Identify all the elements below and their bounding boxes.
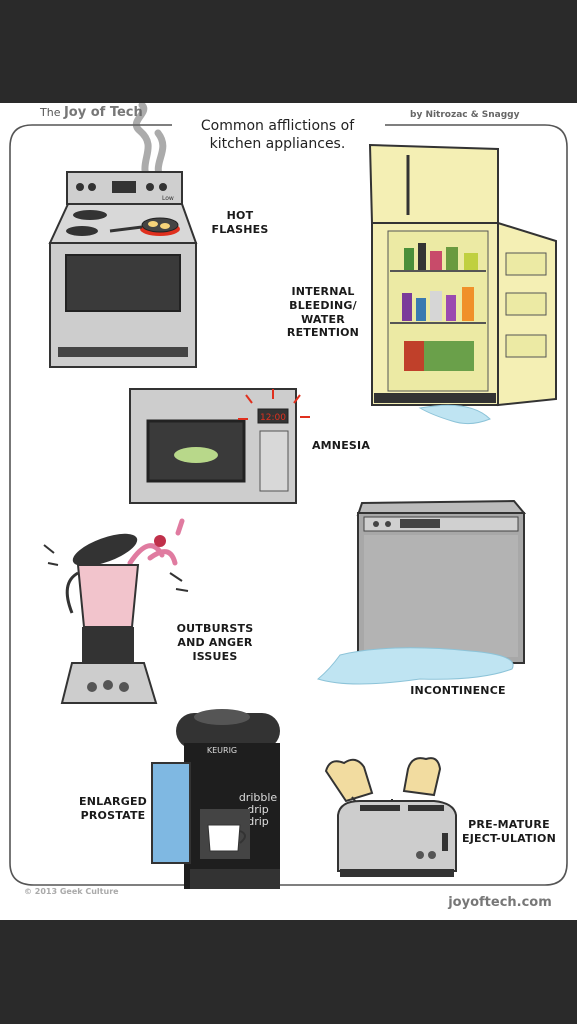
copyright: © 2013 Geek Culture xyxy=(24,887,119,896)
dishwasher-puddle xyxy=(316,647,514,685)
comic-panel: The Joy of Tech Common afflictions of ki… xyxy=(0,103,577,920)
blender-jar xyxy=(76,564,140,628)
microwave-illustration: 12:00 xyxy=(129,388,310,504)
fridge-illustration xyxy=(368,143,557,425)
svg-text:Low: Low xyxy=(162,195,174,202)
drip-text-2: drip xyxy=(247,803,269,816)
enlarged-prostate-label: ENLARGED PROSTATE xyxy=(79,795,147,822)
drip-text-3: drip xyxy=(247,815,269,828)
panel-border xyxy=(9,124,568,886)
stove-illustration: Low xyxy=(48,103,198,368)
coffee-cup xyxy=(207,824,241,852)
blender-lid xyxy=(72,533,138,567)
water-reservoir xyxy=(151,762,191,864)
freezer xyxy=(368,143,499,224)
brand-name: Joy of Tech xyxy=(63,105,143,120)
blink-lines xyxy=(238,389,310,420)
coffee-maker-illustration: KEURIG dribble drip drip xyxy=(151,709,280,889)
premature-ejectulation-label: PRE-MATURE EJECT-ULATION xyxy=(462,818,556,845)
internal-bleeding-label: INTERNAL BLEEDING/ WATER RETENTION xyxy=(286,285,360,340)
blender-base-top xyxy=(82,627,134,663)
microwave-window xyxy=(146,419,246,483)
microwave-display: 12:00 xyxy=(260,413,286,423)
comic-title: Common afflictions of kitchen appliances… xyxy=(180,118,375,153)
frying-pan xyxy=(141,217,179,233)
keurig-brand: KEURIG xyxy=(207,746,237,755)
splash xyxy=(127,518,185,566)
comic-artwork: Low xyxy=(9,103,568,889)
title-line-2: kitchen appliances. xyxy=(209,135,346,152)
amnesia-label: AMNESIA xyxy=(311,439,371,452)
brand-prefix: The xyxy=(40,106,61,119)
oven-window xyxy=(65,254,181,312)
drip-text-1: dribble xyxy=(239,791,278,804)
fridge-water-puddle xyxy=(418,404,491,425)
outbursts-label: OUTBURSTS AND ANGER ISSUES xyxy=(176,622,254,663)
bottles xyxy=(402,243,478,371)
dishwasher-illustration xyxy=(316,499,527,685)
site-link[interactable]: joyoftech.com xyxy=(448,895,552,910)
authors: by Nitrozac & Snaggy xyxy=(410,110,520,120)
blender-illustration xyxy=(43,518,189,704)
title-line-1: Common afflictions of xyxy=(200,118,355,134)
toaster-body xyxy=(337,800,457,872)
incontinence-label: INCONTINENCE xyxy=(410,684,506,697)
toast-right xyxy=(402,757,442,797)
shake-lines xyxy=(43,544,189,592)
brand: The Joy of Tech xyxy=(40,105,143,121)
toaster-illustration xyxy=(324,757,457,877)
toast-left xyxy=(324,758,374,803)
hot-flashes-label: HOT FLASHES xyxy=(211,209,269,236)
